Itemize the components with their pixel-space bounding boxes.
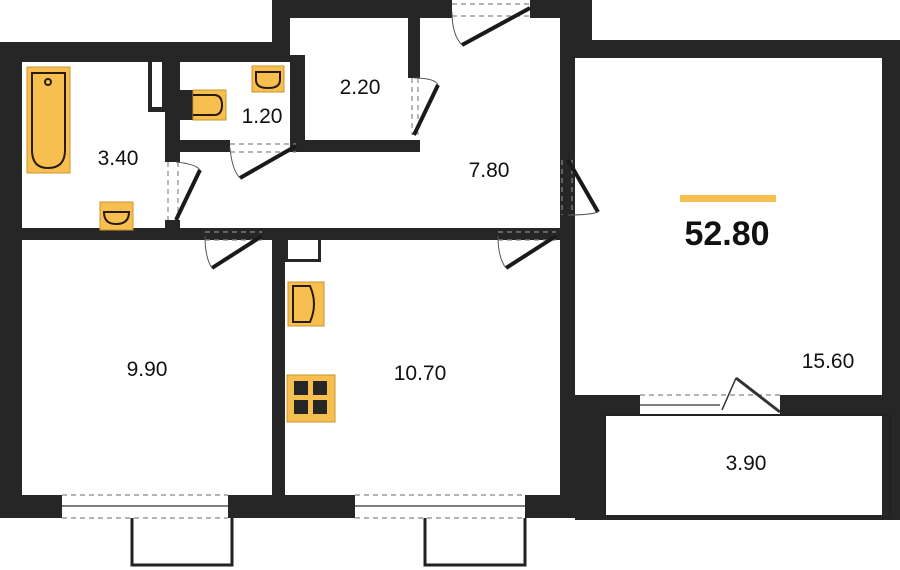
walls xyxy=(0,0,900,520)
toilet-sink-icon xyxy=(251,65,285,93)
room-area-bedroom: 9.90 xyxy=(127,358,168,381)
bathroom-sink-icon xyxy=(99,201,134,231)
room-area-living-room: 15.60 xyxy=(802,350,855,373)
windows xyxy=(62,394,891,567)
toilet-icon xyxy=(180,89,227,121)
room-area-balcony: 3.90 xyxy=(726,452,767,475)
total-area: 52.80 xyxy=(684,215,769,253)
stove-icon xyxy=(286,374,336,423)
doors xyxy=(167,3,781,414)
room-area-hallway: 7.80 xyxy=(469,159,510,182)
room-area-bathroom: 3.40 xyxy=(98,147,139,170)
room-area-kitchen: 10.70 xyxy=(394,362,447,385)
room-area-toilet: 1.20 xyxy=(242,105,283,128)
accent-bar xyxy=(680,195,776,202)
room-area-storage: 2.20 xyxy=(340,76,381,99)
kitchen-sink-icon xyxy=(287,281,325,327)
bathtub-icon xyxy=(26,66,71,174)
